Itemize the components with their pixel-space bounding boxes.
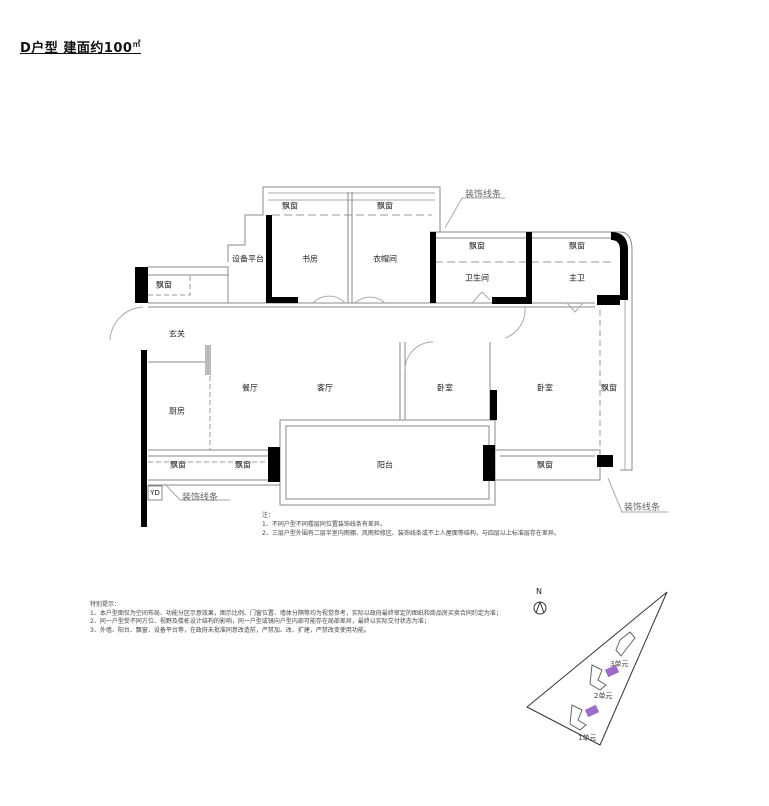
- tips-heading: 特别提示：: [90, 601, 121, 608]
- decor-label: 装饰线条: [624, 503, 661, 513]
- room-label: 设备平台: [232, 254, 264, 264]
- room-label: 卧室: [537, 383, 553, 393]
- room-label: 卧室: [437, 383, 453, 393]
- title-unit: ㎡: [132, 39, 141, 49]
- room-label: 书房: [302, 254, 318, 264]
- note-item: 1、不同户型不同楼层同位置装饰线条有差异。: [262, 521, 386, 528]
- room-label: 飘窗: [235, 460, 251, 470]
- tip-item: 1、本户型图仅为空间布局、功能分区示意效果，图示比例、门窗位置、墙体分隔等均为视…: [90, 609, 502, 617]
- room-label: 飘窗: [469, 241, 485, 251]
- site-map: [526, 591, 668, 746]
- note-item: 2、三层户型外围有二层半室内雨棚、风雨检修区、装饰线条或不上人屋面等结构，与四层…: [262, 530, 560, 537]
- room-label: 飘窗: [569, 241, 585, 251]
- room-label: 飘窗: [537, 460, 553, 470]
- north-label: N: [536, 587, 542, 596]
- title-text: D户型 建面约100: [20, 41, 133, 56]
- room-label: 飘窗: [377, 201, 393, 211]
- page-title: D户型 建面约100㎡: [20, 37, 141, 56]
- room-label: 餐厅: [242, 383, 258, 393]
- unit-label: 1单元: [578, 734, 597, 742]
- yd-label: YD: [150, 489, 160, 497]
- special-tips: 特别提示： 1、本户型图仅为空间布局、功能分区示意效果，图示比例、门窗位置、墙体…: [90, 601, 502, 635]
- room-label: 主卫: [569, 273, 585, 283]
- notes: 注： 1、不同户型不同楼层同位置装饰线条有差异。 2、三层户型外围有二层半室内雨…: [262, 511, 560, 538]
- room-label: 客厅: [317, 383, 333, 393]
- room-label: 衣帽间: [373, 254, 397, 264]
- room-label: 飘窗: [170, 460, 186, 470]
- unit-label: 3单元: [610, 660, 629, 668]
- tip-item: 3、外墙、阳台、飘窗、设备平台等，在政府未批准同意改造前，严禁加、改、扩建，严禁…: [90, 626, 370, 634]
- unit-label: 2单元: [594, 692, 613, 700]
- room-label: 飘窗: [282, 201, 298, 211]
- decor-label: 装饰线条: [182, 493, 219, 503]
- decor-label: 装饰线条: [465, 190, 502, 200]
- room-label: 阳台: [377, 460, 393, 470]
- room-label: 飘窗: [156, 280, 172, 290]
- room-label: 玄关: [169, 329, 185, 339]
- tip-item: 2、同一户型受不同方位、视野及楼栋设计结构的影响，同一户型或镜向户型内部可能存在…: [90, 618, 430, 625]
- notes-heading: 注：: [262, 512, 275, 519]
- room-label: 厨房: [169, 406, 185, 416]
- room-label: 飘窗: [601, 383, 617, 393]
- room-label: 卫生间: [465, 273, 489, 283]
